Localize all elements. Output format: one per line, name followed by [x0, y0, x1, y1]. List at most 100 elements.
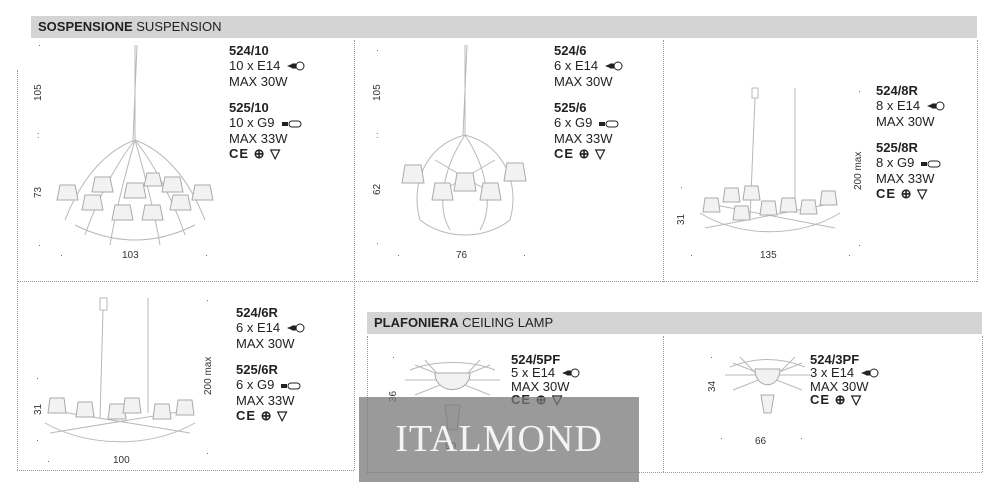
rustic-chandelier-6-drawing: [44, 297, 196, 443]
divider: [663, 40, 664, 282]
height-label: 34: [707, 380, 718, 392]
section-bar-suspension: SOSPENSIONE SUSPENSION: [31, 16, 977, 38]
g9-bulb-icon: [280, 378, 302, 393]
e14-bulb-icon: [604, 59, 624, 74]
tick: ·: [848, 250, 851, 260]
tick: ·: [206, 295, 209, 305]
section-title-bold: PLAFONIERA: [374, 315, 459, 330]
product-code: 524/3PF: [810, 352, 860, 367]
power-spec: MAX 30W: [810, 379, 869, 395]
product-code: 525/6: [554, 100, 587, 116]
g9-bulb-icon: [920, 156, 942, 171]
tick: ·: [376, 45, 379, 55]
certification-marks: CE ⊕ ▽: [236, 408, 289, 424]
bulb-spec: 6 x E14: [554, 58, 599, 73]
divider: [367, 472, 982, 473]
e14-bulb-icon: [286, 321, 306, 336]
tick: ·: [680, 182, 683, 192]
width-label: 76: [456, 250, 468, 261]
section-title: CEILING LAMP: [462, 315, 554, 330]
bulb-spec: 5 x E14: [511, 365, 556, 380]
certification-marks: CE ⊕ ▽: [229, 146, 282, 162]
power-spec: MAX 33W: [236, 393, 295, 409]
power-spec: MAX 30W: [236, 336, 295, 352]
tick: ·: [36, 373, 39, 383]
divider: [982, 336, 983, 472]
height-label: 105: [33, 84, 44, 101]
product-code: 524/6: [554, 43, 587, 58]
product-code: 525/6R: [236, 362, 278, 378]
divider: [663, 336, 664, 472]
width-label: 66: [755, 436, 767, 447]
power-spec: MAX 33W: [876, 171, 935, 187]
tick: ·: [205, 250, 208, 260]
divider: [977, 40, 978, 282]
e14-bulb-icon: [286, 59, 306, 74]
power-spec: MAX 30W: [229, 74, 288, 90]
section-title-bold: SOSPENSIONE: [38, 19, 133, 34]
tick: ·: [376, 238, 379, 248]
tick: ·: [206, 448, 209, 458]
product-code: 525/8R: [876, 140, 918, 156]
ceiling-lamp-3-drawing: [725, 356, 810, 414]
certification-marks: CE ⊕ ▽: [554, 146, 607, 162]
tick: ·: [47, 456, 50, 466]
e14-bulb-icon: [926, 99, 946, 114]
e14-bulb-icon: [860, 367, 880, 380]
tick: ·: [720, 433, 723, 443]
section-title: SUSPENSION: [136, 19, 222, 34]
tick: ·: [392, 352, 395, 362]
spec-block-p4: 524/6R 6 x E14 MAX 30W 525/6R 6 x G9 MAX…: [236, 305, 306, 423]
divider: [17, 470, 354, 471]
certification-marks: CE ⊕ ▽: [876, 186, 929, 202]
tick: ·: [397, 250, 400, 260]
bulb-spec: 6 x G9: [236, 377, 275, 393]
power-spec: MAX 30W: [876, 114, 935, 130]
height-label: 31: [676, 213, 687, 225]
tick: ·: [858, 86, 861, 96]
spec-block-p2: 524/6 6 x E14 MAX 30W 525/6 6 x G9 MAX 3…: [554, 43, 624, 161]
bulb-spec: 8 x G9: [876, 155, 915, 171]
chandelier-6-drawing: [401, 44, 527, 236]
power-spec: MAX 33W: [554, 131, 613, 147]
power-spec: MAX 30W: [511, 379, 570, 395]
width-label: 103: [122, 250, 139, 261]
divider: [17, 281, 977, 282]
section-bar-ceiling: PLAFONIERA CEILING LAMP: [367, 312, 982, 334]
tick: ·: [858, 240, 861, 250]
certification-marks: CE ⊕ ▽: [810, 392, 863, 408]
width-label: 100: [113, 455, 130, 466]
tick: ·: [36, 435, 39, 445]
tick: ·: [800, 433, 803, 443]
height-label: 200 max: [203, 356, 214, 395]
tick: :: [376, 130, 379, 140]
watermark: ITALMOND: [359, 397, 639, 482]
height-label: 31: [33, 403, 44, 415]
product-code: 524/6R: [236, 305, 278, 320]
bulb-spec: 6 x E14: [236, 320, 281, 335]
tick: ·: [710, 352, 713, 362]
tick: :: [37, 130, 40, 140]
height-label: 62: [372, 183, 383, 195]
bulb-spec: 10 x E14: [229, 58, 281, 73]
product-code: 524/8R: [876, 83, 918, 98]
g9-bulb-icon: [281, 116, 303, 131]
e14-bulb-icon: [561, 367, 581, 380]
spec-block-p3: 524/8R 8 x E14 MAX 30W 525/8R 8 x G9 MAX…: [876, 83, 946, 201]
tick: ·: [60, 250, 63, 260]
bulb-spec: 6 x G9: [554, 115, 593, 131]
power-spec: MAX 30W: [554, 74, 613, 90]
power-spec: MAX 33W: [229, 131, 288, 147]
divider: [354, 40, 355, 470]
height-label: 73: [33, 186, 44, 198]
tick: ·: [523, 250, 526, 260]
product-code: 524/5PF: [511, 352, 561, 367]
bulb-spec: 8 x E14: [876, 98, 921, 113]
product-code: 524/10: [229, 43, 269, 58]
spec-block-p1: 524/10 10 x E14 MAX 30W 525/10 10 x G9 M…: [229, 43, 306, 161]
g9-bulb-icon: [598, 116, 620, 131]
spec-block-p6: 524/3PF 3 x E14 MAX 30W CE ⊕ ▽: [810, 353, 880, 406]
height-label: 200 max: [853, 151, 864, 190]
rustic-chandelier-8-drawing: [699, 87, 841, 233]
bulb-spec: 3 x E14: [810, 365, 855, 380]
